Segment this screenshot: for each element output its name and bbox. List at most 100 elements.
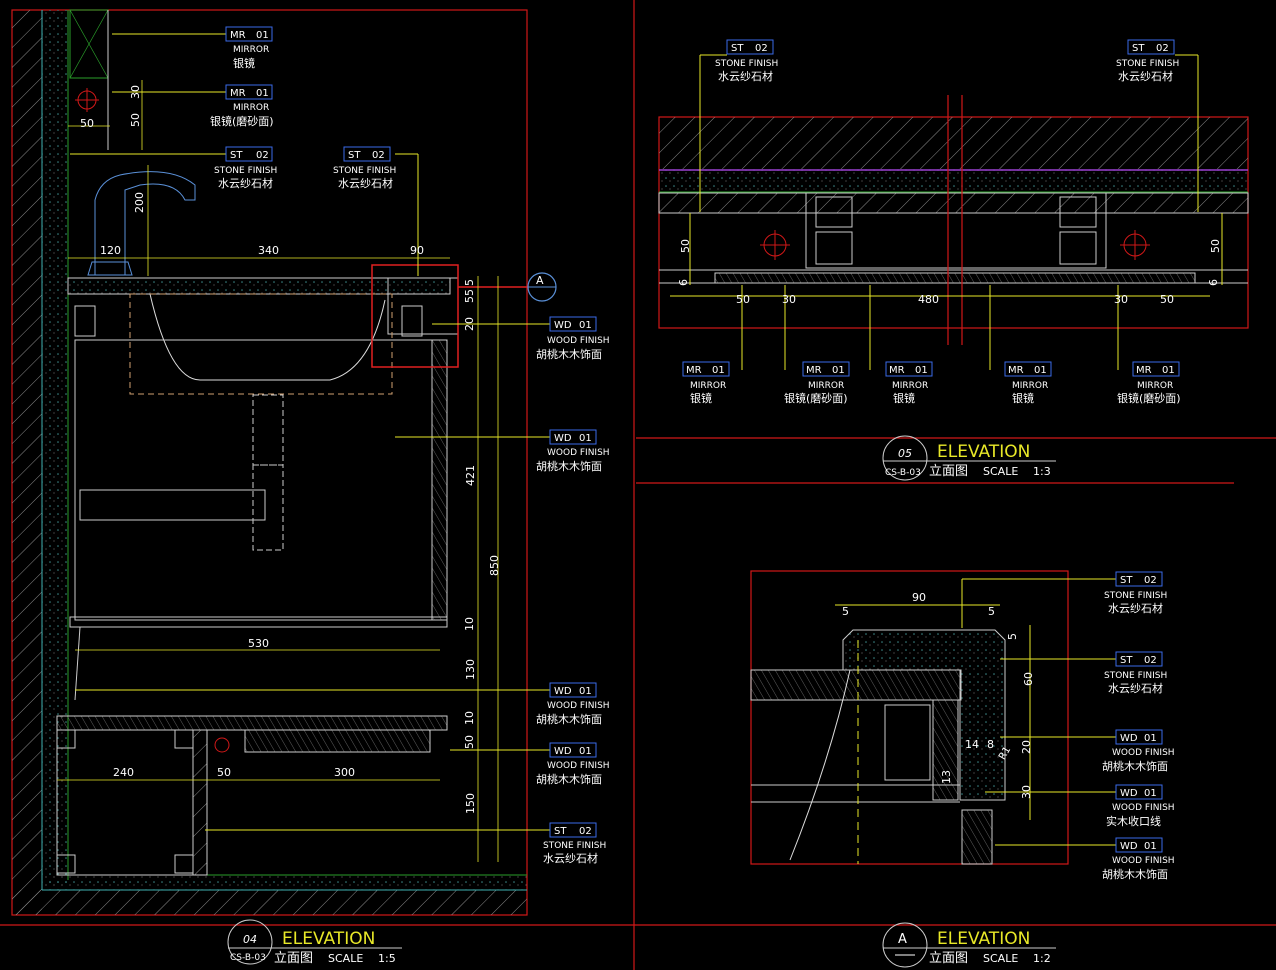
svg-text:STONE FINISH: STONE FINISH: [1104, 591, 1167, 601]
svg-text:6: 6: [1207, 279, 1220, 286]
tag-st-02-b: ST 02 STONE FINISH 水云纱石材: [333, 146, 396, 190]
svg-text:SCALE: SCALE: [983, 952, 1018, 965]
elevation-04-dimensions: 50 30 50 200 120 340 90 5 55 20 421 850 …: [80, 85, 501, 814]
svg-text:02: 02: [755, 43, 768, 54]
svg-text:5: 5: [842, 605, 849, 618]
svg-text:ST: ST: [731, 43, 744, 54]
svg-text:STONE FINISH: STONE FINISH: [543, 841, 606, 851]
svg-text:MR: MR: [686, 365, 702, 376]
svg-text:银镜: 银镜: [233, 56, 255, 70]
svg-text:MR: MR: [230, 88, 246, 99]
tag-mr-01-e: MR 01 MIRROR 银镜: [885, 361, 933, 405]
svg-text:50: 50: [736, 293, 750, 306]
svg-text:水云纱石材: 水云纱石材: [543, 851, 598, 865]
svg-text:01: 01: [1034, 365, 1047, 376]
svg-text:01: 01: [1144, 788, 1157, 799]
svg-text:立面图: 立面图: [929, 951, 968, 966]
elevation-05-dimensions: 50 6 50 6 50 30 480 30 50: [677, 239, 1222, 306]
svg-text:01: 01: [256, 30, 269, 41]
svg-text:1:5: 1:5: [378, 952, 396, 965]
svg-text:5: 5: [463, 279, 476, 286]
svg-text:WOOD FINISH: WOOD FINISH: [1112, 856, 1175, 866]
svg-text:60: 60: [1022, 672, 1035, 686]
svg-text:10: 10: [463, 711, 476, 725]
svg-text:MIRROR: MIRROR: [892, 381, 928, 391]
svg-text:14: 14: [965, 738, 979, 751]
svg-text:02: 02: [579, 826, 592, 837]
svg-text:5: 5: [988, 605, 995, 618]
tag-mr-01-b: MR 01 MIRROR 银镜(磨砂面): [210, 84, 274, 128]
svg-text:ELEVATION: ELEVATION: [937, 442, 1030, 462]
svg-text:90: 90: [912, 591, 926, 604]
svg-text:MR: MR: [1008, 365, 1024, 376]
svg-text:MR: MR: [230, 30, 246, 41]
svg-text:胡桃木木饰面: 胡桃木木饰面: [536, 347, 602, 361]
tag-st-02-d: ST 02 STONE FINISH 水云纱石材: [715, 39, 778, 83]
svg-text:55: 55: [463, 289, 476, 303]
svg-text:银镜(磨砂面): 银镜(磨砂面): [784, 391, 848, 405]
elevation-04-drawing: [11, 9, 557, 916]
svg-text:1:2: 1:2: [1033, 952, 1051, 965]
svg-text:01: 01: [1144, 841, 1157, 852]
svg-text:水云纱石材: 水云纱石材: [1108, 601, 1163, 615]
title-block-a: A ELEVATION 立面图 SCALE 1:2: [882, 922, 1056, 968]
svg-text:ST: ST: [348, 150, 361, 161]
svg-text:胡桃木木饰面: 胡桃木木饰面: [1102, 759, 1168, 773]
svg-text:1:3: 1:3: [1033, 465, 1051, 478]
svg-text:01: 01: [579, 746, 592, 757]
svg-text:13: 13: [940, 770, 953, 784]
svg-text:340: 340: [258, 244, 279, 257]
svg-text:02: 02: [256, 150, 269, 161]
svg-text:WOOD FINISH: WOOD FINISH: [547, 448, 610, 458]
svg-text:50: 50: [463, 735, 476, 749]
svg-text:300: 300: [334, 766, 355, 779]
svg-text:200: 200: [133, 192, 146, 213]
svg-text:530: 530: [248, 637, 269, 650]
svg-text:05: 05: [898, 447, 912, 460]
svg-text:ELEVATION: ELEVATION: [937, 929, 1030, 949]
svg-text:水云纱石材: 水云纱石材: [218, 176, 273, 190]
svg-text:MR: MR: [806, 365, 822, 376]
svg-text:50: 50: [1160, 293, 1174, 306]
svg-text:WOOD FINISH: WOOD FINISH: [547, 336, 610, 346]
svg-text:8: 8: [987, 738, 994, 751]
title-block-05: 05 CS-B-03 ELEVATION 立面图 SCALE 1:3: [882, 435, 1056, 481]
svg-text:10: 10: [463, 617, 476, 631]
svg-text:04: 04: [243, 933, 257, 946]
tag-wd-01-e: WD 01 WOOD FINISH 胡桃木木饰面: [1102, 729, 1175, 773]
tag-mr-01-d: MR 01 MIRROR 银镜(磨砂面): [784, 361, 850, 405]
detail-a-drawing: [750, 570, 1116, 865]
svg-text:A: A: [898, 932, 907, 947]
tag-mr-01-f: MR 01 MIRROR 银镜: [1004, 361, 1052, 405]
svg-text:850: 850: [488, 555, 501, 576]
tag-wd-01-f: WD 01 WOOD FINISH 实木收口线: [1106, 784, 1175, 828]
svg-text:MIRROR: MIRROR: [1137, 381, 1173, 391]
svg-text:胡桃木木饰面: 胡桃木木饰面: [536, 459, 602, 473]
svg-text:WOOD FINISH: WOOD FINISH: [547, 701, 610, 711]
svg-text:MIRROR: MIRROR: [233, 45, 269, 55]
tag-wd-01-d: WD 01 WOOD FINISH 胡桃木木饰面: [536, 742, 610, 786]
svg-text:50: 50: [129, 113, 142, 127]
svg-text:01: 01: [1162, 365, 1175, 376]
svg-text:30: 30: [782, 293, 796, 306]
elevation-05-labels: ST 02 STONE FINISH 水云纱石材 ST 02 STONE FIN…: [682, 39, 1181, 405]
tag-st-02-e: ST 02 STONE FINISH 水云纱石材: [1116, 39, 1179, 83]
svg-text:421: 421: [464, 465, 477, 486]
elevation-05-drawing: [658, 54, 1249, 370]
svg-text:水云纱石材: 水云纱石材: [718, 69, 773, 83]
tag-wd-01-b: WD 01 WOOD FINISH 胡桃木木饰面: [536, 429, 610, 473]
svg-text:01: 01: [1144, 733, 1157, 744]
svg-text:STONE FINISH: STONE FINISH: [214, 166, 277, 176]
elevation-04-labels: MR 01 MIRROR 银镜 MR 01 MIRROR 银镜(磨砂面) ST …: [210, 26, 610, 865]
svg-text:STONE FINISH: STONE FINISH: [1104, 671, 1167, 681]
svg-text:CS-B-03: CS-B-03: [885, 468, 921, 478]
svg-text:银镜: 银镜: [690, 391, 712, 405]
svg-text:150: 150: [464, 793, 477, 814]
svg-text:A: A: [536, 274, 544, 287]
svg-text:WD: WD: [554, 686, 572, 697]
svg-text:01: 01: [832, 365, 845, 376]
svg-text:水云纱石材: 水云纱石材: [338, 176, 393, 190]
svg-text:立面图: 立面图: [929, 464, 968, 479]
tag-wd-01-a: WD 01 WOOD FINISH 胡桃木木饰面: [536, 316, 610, 361]
